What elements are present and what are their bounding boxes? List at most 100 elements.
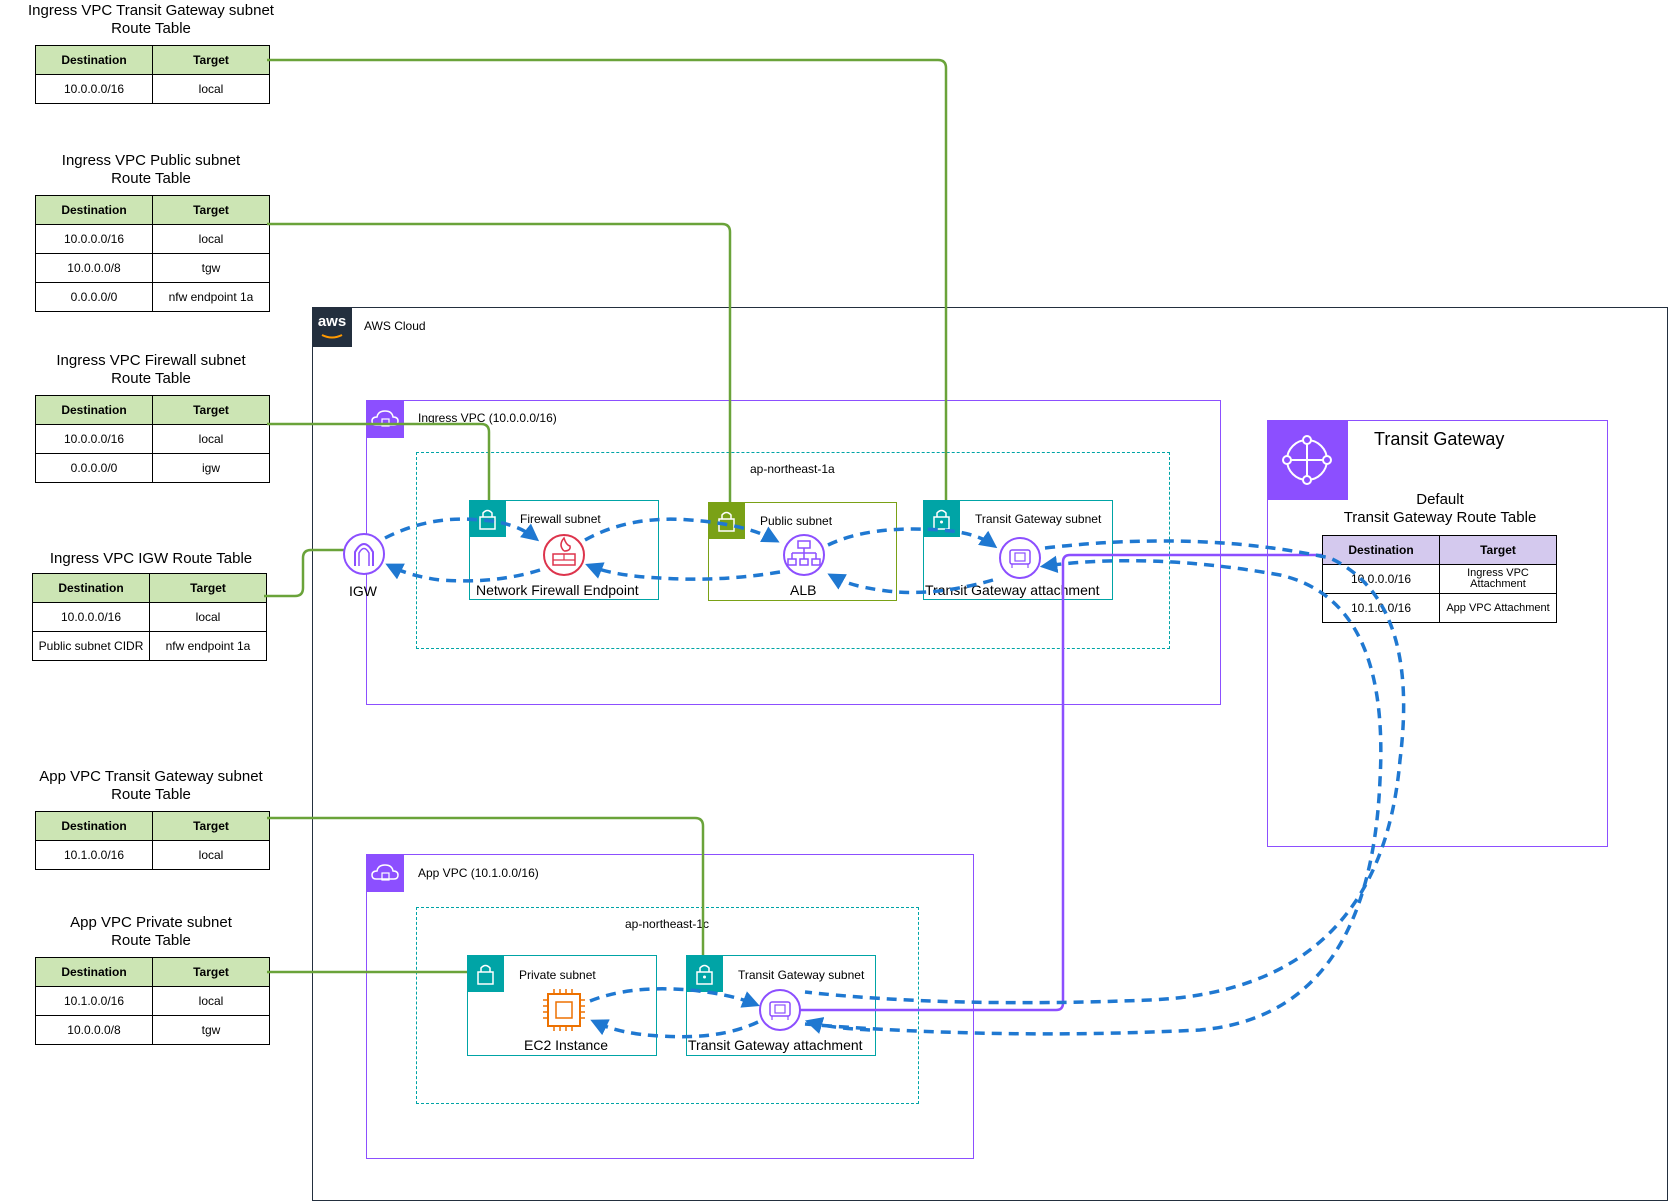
- cell: App VPC Attachment: [1439, 593, 1557, 623]
- cell: local: [152, 840, 270, 870]
- header-target: Target: [1439, 535, 1557, 565]
- cell: igw: [152, 453, 270, 483]
- cell: 10.0.0.0/16: [35, 74, 153, 104]
- flow-nfw-to-igw: [385, 563, 541, 583]
- app-tgw-attachment-label: Transit Gateway attachment: [688, 1037, 863, 1053]
- transit-gateway-group: [1267, 420, 1608, 847]
- rt-title-app-tgw: App VPC Transit Gateway subnet Route Tab…: [12, 768, 290, 804]
- route-table-tgw-default: Destination Target 10.0.0.0/16 Ingress V…: [1322, 535, 1557, 623]
- cell: tgw: [152, 253, 270, 283]
- cell: 10.0.0.0/16: [32, 602, 150, 632]
- link-tgw-ingress-attachment: [800, 553, 1322, 1012]
- link-ingress-firewall-rt: [267, 422, 491, 500]
- link-app-tgw-rt: [267, 816, 705, 955]
- ingress-vpc-label: Ingress VPC (10.0.0.0/16): [418, 411, 557, 425]
- cell: Public subnet CIDR: [32, 631, 150, 661]
- route-table-app-tgw: Destination Target 10.1.0.0/16 local: [35, 811, 270, 870]
- cell: 10.0.0.0/8: [35, 253, 153, 283]
- rt-title-line: Transit Gateway Route Table: [1343, 509, 1537, 526]
- cell: 10.1.0.0/16: [35, 986, 153, 1016]
- cell: tgw: [152, 1015, 270, 1045]
- cell: 0.0.0.0/0: [35, 282, 153, 312]
- rt-title-app-private: App VPC Private subnet Route Table: [12, 914, 290, 950]
- aws-smile-icon: [321, 334, 343, 339]
- route-table-ingress-public: Destination Target 10.0.0.0/16 local 10.…: [35, 195, 270, 312]
- rt-title-tgw-default: Default Transit Gateway Route Table: [1300, 491, 1580, 527]
- firewall-subnet-label: Firewall subnet: [520, 512, 601, 526]
- flow-nfw-to-alb: [584, 517, 780, 543]
- aws-logo-text: aws: [317, 313, 347, 330]
- lock-icon: [686, 955, 723, 992]
- rt-title-line: App VPC Transit Gateway subnet: [39, 768, 263, 785]
- rt-title-ingress-igw: Ingress VPC IGW Route Table: [12, 550, 290, 568]
- private-subnet-label: Private subnet: [519, 968, 596, 982]
- flow-alb-to-tgw: [827, 527, 998, 549]
- header-destination: Destination: [35, 811, 153, 841]
- vpc-cloud-icon: [366, 400, 404, 438]
- flow-tgw-to-ec2: [590, 1019, 759, 1039]
- rt-title-ingress-firewall: Ingress VPC Firewall subnet Route Table: [12, 352, 290, 388]
- lock-icon: [467, 955, 504, 992]
- alb-label: ALB: [790, 582, 817, 598]
- app-vpc-label: App VPC (10.1.0.0/16): [418, 866, 539, 880]
- route-table-ingress-tgw: Destination Target 10.0.0.0/16 local: [35, 45, 270, 104]
- cell: 0.0.0.0/0: [35, 453, 153, 483]
- aws-logo-icon: aws: [312, 307, 352, 347]
- flow-igw-to-nfw: [384, 517, 540, 542]
- flow-tgw-to-alb: [827, 573, 994, 595]
- aws-cloud-group: [312, 307, 1668, 1201]
- link-ingress-public-rt: [267, 222, 732, 502]
- lock-icon: [708, 502, 745, 539]
- public-subnet-label: Public subnet: [760, 514, 833, 528]
- app-tgw-subnet: [686, 955, 876, 1056]
- route-table-ingress-firewall: Destination Target 10.0.0.0/16 local 0.0…: [35, 395, 270, 483]
- transit-gateway-icon: [1267, 420, 1348, 500]
- nfw-endpoint-label: Network Firewall Endpoint: [476, 582, 639, 598]
- route-table-ingress-igw: Destination Target 10.0.0.0/16 local Pub…: [32, 573, 267, 661]
- app-vpc-group: [366, 854, 974, 1159]
- flow-ec2-to-tgw: [589, 987, 760, 1008]
- header-destination: Destination: [35, 195, 153, 225]
- rt-title-line: Ingress VPC Public subnet: [61, 152, 241, 169]
- tgw-attachment-icon: [759, 989, 801, 1031]
- flow-app-return-arrow: [804, 1017, 871, 1034]
- rt-title-line: Ingress VPC Transit Gateway subnet: [28, 2, 274, 19]
- ec2-label: EC2 Instance: [524, 1037, 609, 1053]
- vpc-cloud-icon: [366, 854, 404, 892]
- rt-title-line: Ingress VPC IGW Route Table: [49, 550, 253, 567]
- ingress-az-group: [416, 452, 1170, 649]
- app-tgw-subnet-label: Transit Gateway subnet: [738, 968, 865, 982]
- ingress-tgw-subnet-label: Transit Gateway subnet: [975, 512, 1102, 526]
- ec2-icon: [543, 989, 585, 1031]
- rt-title-line: Route Table: [111, 170, 191, 187]
- header-target: Target: [152, 957, 270, 987]
- header-destination: Destination: [1322, 535, 1440, 565]
- app-az-group: [416, 907, 919, 1104]
- header-destination: Destination: [35, 957, 153, 987]
- cell: local: [152, 424, 270, 454]
- rt-title-ingress-tgw: Ingress VPC Transit Gateway subnet Route…: [12, 2, 290, 38]
- rt-title-line: App VPC Private subnet: [70, 914, 232, 931]
- cell: nfw endpoint 1a: [152, 282, 270, 312]
- header-destination: Destination: [35, 45, 153, 75]
- alb-icon: [783, 534, 825, 576]
- link-ingress-igw-rt: [264, 548, 345, 598]
- route-table-app-private: Destination Target 10.1.0.0/16 local 10.…: [35, 957, 270, 1045]
- cell: local: [152, 986, 270, 1016]
- flow-alb-to-nfw: [585, 562, 781, 581]
- cell: 10.1.0.0/16: [35, 840, 153, 870]
- igw-label: IGW: [349, 583, 377, 599]
- firewall-subnet: [469, 500, 659, 600]
- header-target: Target: [149, 573, 267, 603]
- transit-gateway-label: Transit Gateway: [1374, 429, 1505, 449]
- cell: 10.0.0.0/16: [35, 424, 153, 454]
- ingress-az-label: ap-northeast-1a: [750, 462, 835, 476]
- tgw-attachment-icon: [999, 537, 1041, 579]
- header-target: Target: [152, 45, 270, 75]
- rt-title-line: Ingress VPC Firewall subnet: [56, 352, 246, 369]
- rt-title-line: Route Table: [111, 786, 191, 803]
- flow-app-to-ingress: [804, 555, 1383, 1036]
- aws-cloud-label: AWS Cloud: [364, 319, 426, 333]
- rt-title-ingress-public: Ingress VPC Public subnet Route Table: [12, 152, 290, 188]
